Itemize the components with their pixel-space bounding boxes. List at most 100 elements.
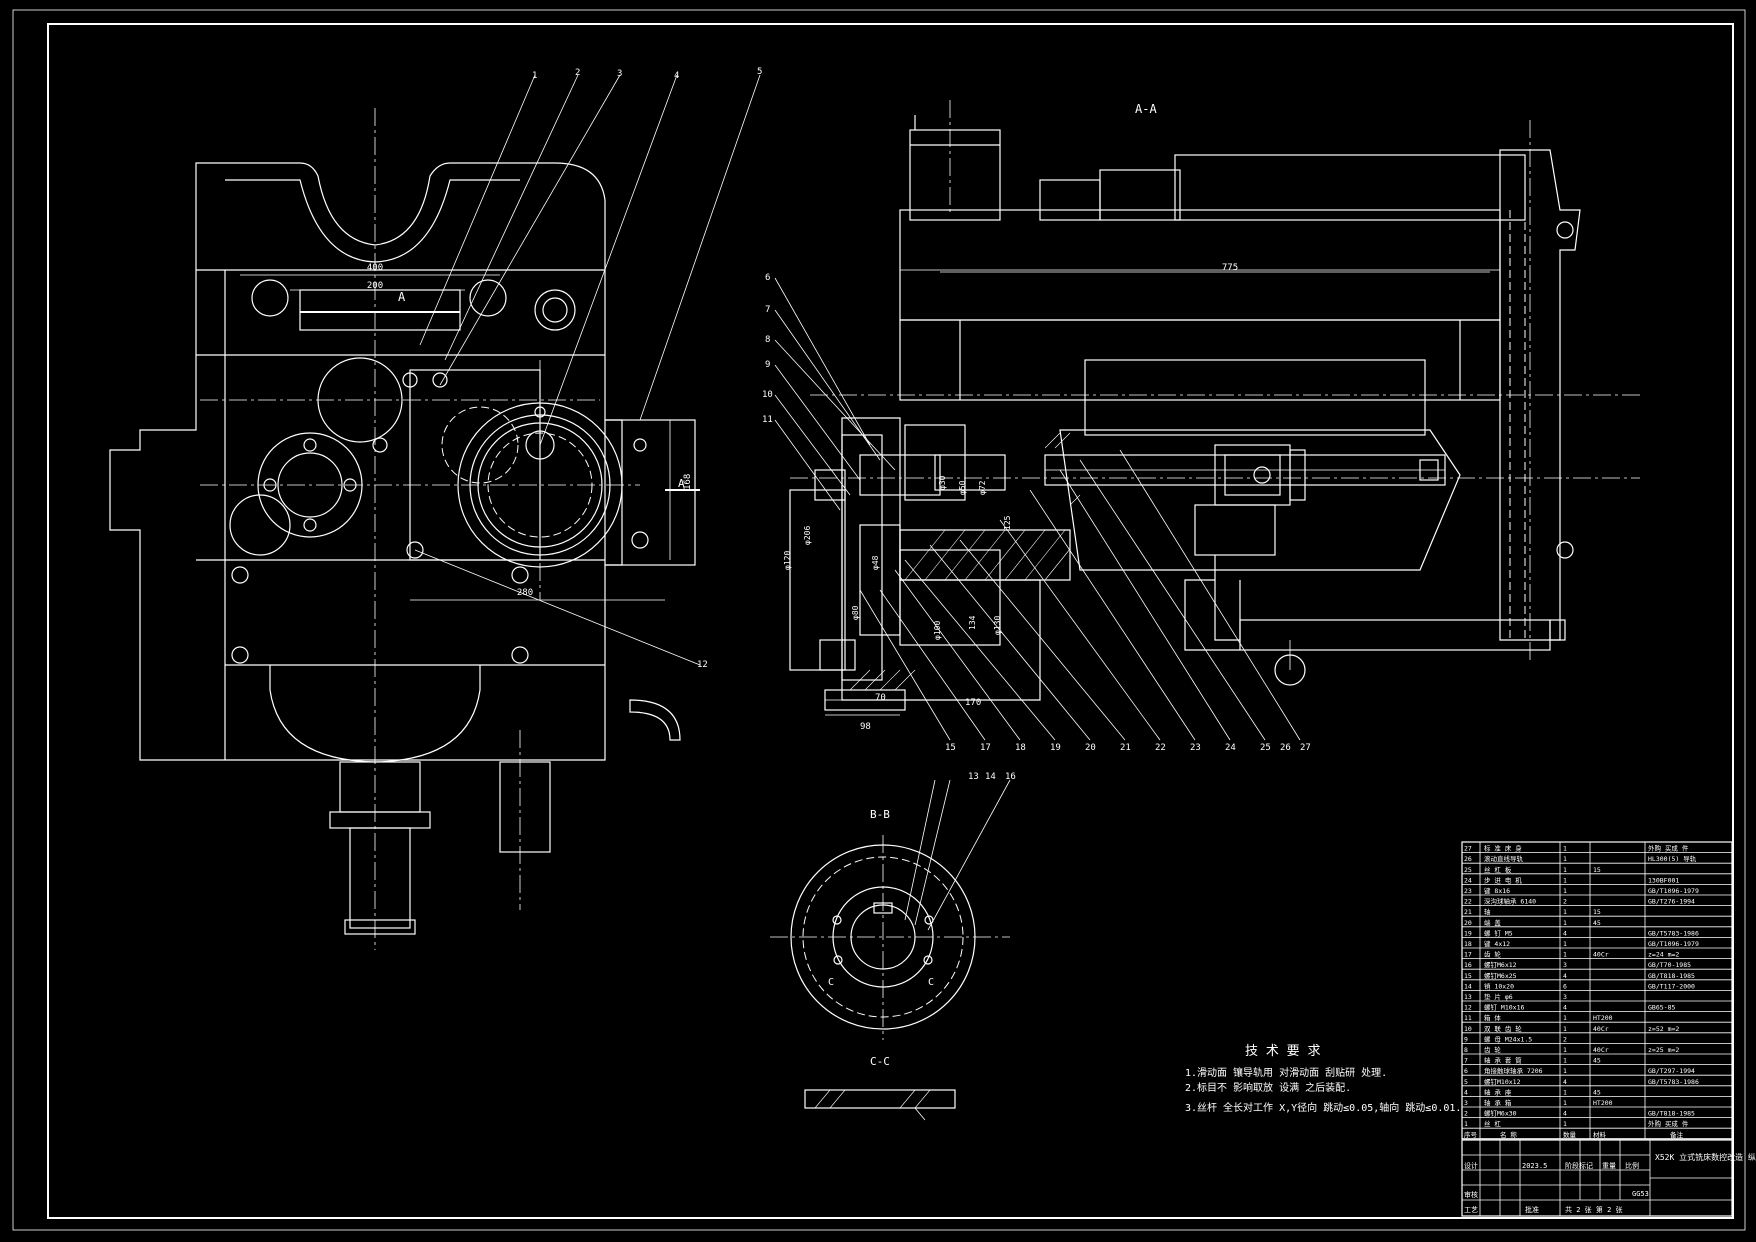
bom-cell-no: 14	[1464, 982, 1472, 990]
bom-cell-std: 外购 买成 件	[1648, 844, 1689, 853]
bom-cell-qty: 4	[1563, 1078, 1567, 1086]
bom-cell-qty: 4	[1563, 1004, 1567, 1012]
bom-cell-no: 8	[1464, 1046, 1468, 1054]
balloon-21: 21	[1120, 743, 1131, 753]
bom-cell-qty: 1	[1563, 951, 1567, 959]
bom-cell-qty: 1	[1563, 866, 1567, 874]
balloon-4: 4	[674, 71, 679, 81]
bom-cell-name: 键 8x16	[1484, 886, 1510, 895]
dim-phi50: φ50	[958, 480, 967, 495]
bom-cell-name: 螺钉 M10x16	[1484, 1003, 1524, 1012]
bom-cell-qty: 1	[1563, 1120, 1567, 1128]
bom-cell-mat: 45	[1593, 919, 1601, 927]
bom-cell-qty: 1	[1563, 1088, 1567, 1096]
arrow-a-label: A	[678, 477, 685, 490]
bom-cell-no: 24	[1464, 876, 1472, 884]
bom-cell-name: 箱 体	[1484, 1013, 1501, 1022]
bom-cell-name: 丝 杠 板	[1484, 865, 1512, 874]
dim-phi72: φ72	[978, 480, 987, 495]
role-design: 设计	[1464, 1161, 1478, 1170]
balloon-23: 23	[1190, 743, 1201, 753]
bom-cell-name: 角接触球轴承 7206	[1484, 1066, 1543, 1075]
bom-cell-std: GB/T818-1985	[1648, 972, 1695, 980]
bom-cell-qty: 1	[1563, 855, 1567, 863]
balloon-19: 19	[1050, 743, 1061, 753]
bom-cell-name: 螺 母 M24x1.5	[1484, 1034, 1532, 1043]
bom-cell-mat: HT200	[1593, 1099, 1613, 1107]
bom-cell-name: 螺钉M10x12	[1484, 1077, 1521, 1086]
bom-cell-no: 16	[1464, 961, 1472, 969]
balloon-15: 15	[945, 743, 956, 753]
balloon-16: 16	[1005, 772, 1016, 782]
dim-phi48: φ48	[871, 555, 880, 570]
bom-cell-no: 17	[1464, 951, 1472, 959]
bom-cell-name: 丝 杠	[1484, 1119, 1501, 1128]
dim-134: 134	[968, 615, 977, 630]
bom-cell-std: GB/T1096-1979	[1648, 887, 1699, 895]
bom-cell-std: GB/T818-1985	[1648, 1110, 1695, 1118]
bom-cell-mat: 40Cr	[1593, 1046, 1609, 1054]
balloon-14: 14	[985, 772, 996, 782]
balloon-24: 24	[1225, 743, 1236, 753]
bom-cell-qty: 1	[1563, 908, 1567, 916]
bom-cell-std: 130BF001	[1648, 876, 1679, 884]
dim-775: 775	[1222, 263, 1238, 273]
bom-cell-qty: 3	[1563, 961, 1567, 969]
bom-cell-mat: 45	[1593, 1057, 1601, 1065]
bom-cell-no: 26	[1464, 855, 1472, 863]
bom-cell-no: 15	[1464, 972, 1472, 980]
section-b-b: B-B C C 13 14 16 C-C	[770, 772, 1016, 1121]
balloon-25: 25	[1260, 743, 1271, 753]
balloon-2: 2	[575, 68, 580, 78]
bom-cell-std: z=25 m=2	[1648, 1046, 1679, 1054]
bom-cell-name: 螺钉M6x30	[1484, 1109, 1517, 1118]
role-approve: 批准	[1525, 1205, 1539, 1214]
dim-200: 200	[367, 281, 383, 291]
bom-cell-mat: 40Cr	[1593, 1025, 1609, 1033]
bom-cell-no: 4	[1464, 1088, 1468, 1096]
bom-cell-name: 轴 承 套 筒	[1484, 1056, 1522, 1065]
bom-cell-name: 深沟球轴承 6140	[1484, 897, 1536, 906]
b-marker-left: C	[828, 977, 834, 988]
bom-cell-std: GB/T5783-1986	[1648, 929, 1699, 937]
section-bb-title: B-B	[870, 808, 890, 821]
scale-label: 比例	[1625, 1161, 1639, 1170]
dim-phi80: φ80	[851, 605, 860, 620]
bom-cell-name: 标 准 床 身	[1484, 844, 1522, 853]
tech-item-1: 1.滑动面 镶导轨用 对滑动面 刮贴研 处理.	[1185, 1066, 1387, 1079]
bom-cell-no: 25	[1464, 866, 1472, 874]
date: 2023.5	[1522, 1162, 1547, 1170]
stage-label: 阶段标记	[1565, 1161, 1593, 1170]
front-leaders	[414, 74, 761, 666]
balloon-26: 26	[1280, 743, 1291, 753]
tech-requirements: 技 术 要 求 1.滑动面 镶导轨用 对滑动面 刮贴研 处理. 2.标目不 影响…	[1185, 1044, 1461, 1114]
bom-cell-std: GB/T117-2000	[1648, 982, 1695, 990]
balloon-22: 22	[1155, 743, 1166, 753]
dim-phi30: φ30	[938, 475, 947, 490]
bom-cell-qty: 1	[1563, 1014, 1567, 1022]
bom-cell-name: 轴 承 箱	[1484, 1098, 1512, 1107]
bom-cell-qty: 1	[1563, 940, 1567, 948]
balloon-5: 5	[757, 67, 762, 77]
bom-cell-std: GB/T70-1985	[1648, 961, 1691, 969]
balloon-12: 12	[697, 660, 708, 670]
dim-phi130: φ130	[993, 616, 1002, 635]
bom-cell-name: 螺钉M6x25	[1484, 971, 1517, 980]
bom-cell-qty: 1	[1563, 1057, 1567, 1065]
dim-280: 280	[517, 588, 533, 598]
bom-cell-qty: 1	[1563, 1067, 1567, 1075]
bom-cell-mat: HT200	[1593, 1014, 1613, 1022]
bom-cell-no: 2	[1464, 1110, 1468, 1118]
outer-frame	[12, 9, 1746, 1231]
bom-cell-no: 12	[1464, 1004, 1472, 1012]
balloon-7: 7	[765, 305, 770, 315]
bom-cell-qty: 4	[1563, 1110, 1567, 1118]
bom-cell-name: 轴 承 座	[1484, 1087, 1512, 1096]
role-process: 工艺	[1464, 1206, 1478, 1214]
bom-cell-std: z=52 m=2	[1648, 1025, 1679, 1033]
drawing-code: GG53	[1632, 1190, 1649, 1198]
balloon-18: 18	[1015, 743, 1026, 753]
bom-cell-mat: 40Cr	[1593, 951, 1609, 959]
bom-cell-no: 19	[1464, 929, 1472, 937]
role-review: 审核	[1464, 1190, 1478, 1199]
